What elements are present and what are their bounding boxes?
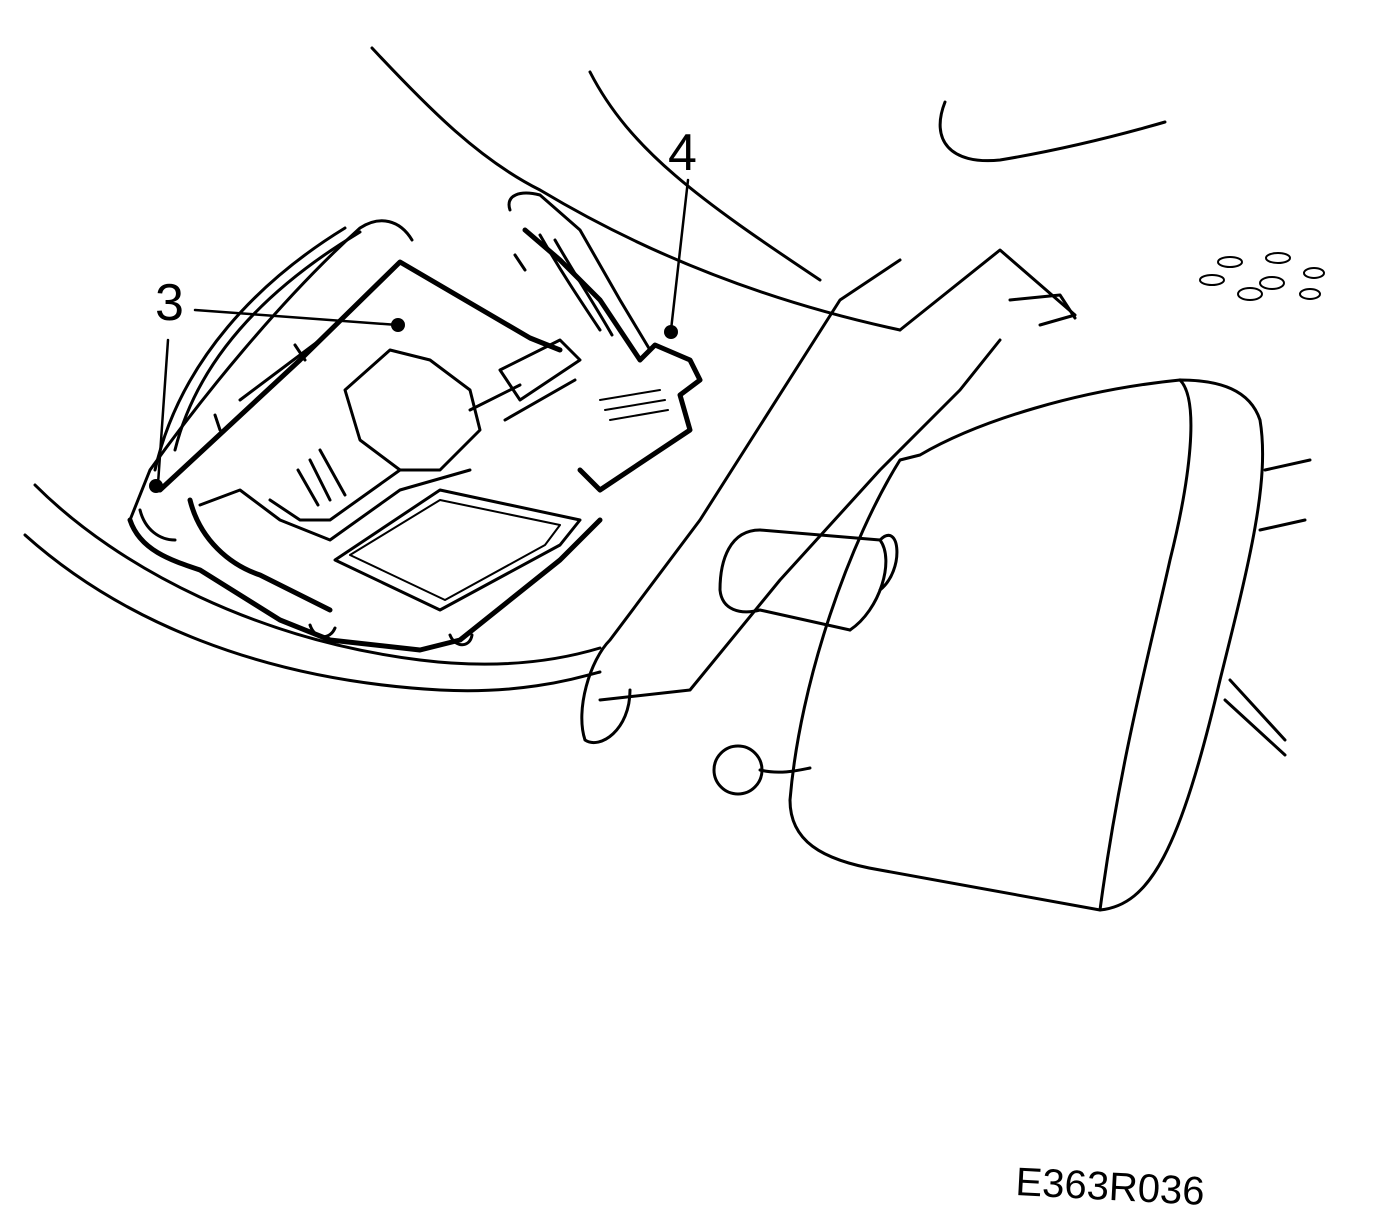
headliner-panel	[23, 46, 1167, 693]
callout-4-label: 4	[668, 124, 697, 182]
vent-holes	[1199, 252, 1325, 301]
connector	[468, 191, 703, 493]
lamp-housing	[127, 219, 603, 653]
callout-3-label: 3	[155, 274, 184, 332]
callout-3-leaders	[149, 308, 405, 493]
callout-4-leader	[664, 178, 690, 339]
mirror-assembly	[580, 248, 1312, 912]
figure-id: E363R036	[1015, 1160, 1206, 1214]
